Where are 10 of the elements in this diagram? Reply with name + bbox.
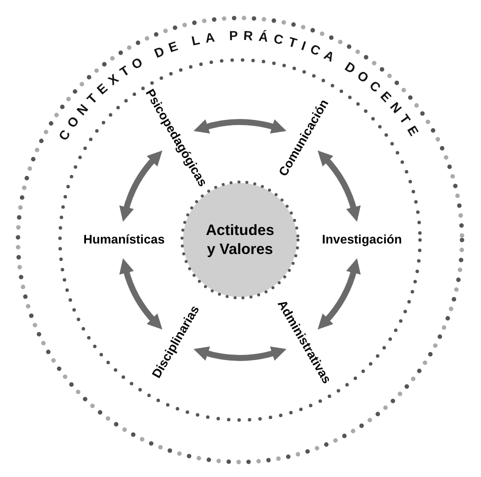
category-label: Humanísticas: [83, 232, 165, 249]
center-text: Actitudes y Valores: [205, 221, 275, 259]
outer-dotted-circle: [15, 15, 465, 465]
curved-double-arrow: [193, 346, 287, 361]
category-label: Investigación: [322, 232, 402, 249]
curved-double-arrow: [318, 258, 360, 330]
curved-double-arrow: [120, 150, 162, 222]
curved-double-arrow: [120, 258, 162, 330]
curved-double-arrow: [193, 119, 287, 134]
curved-double-arrow: [318, 150, 360, 222]
